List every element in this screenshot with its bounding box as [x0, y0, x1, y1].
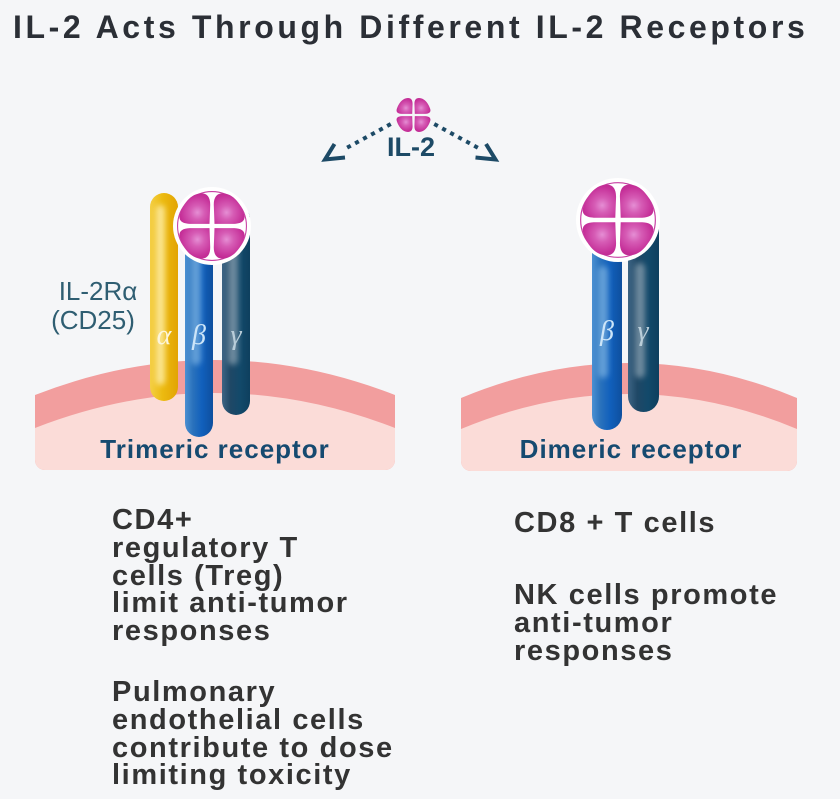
svg-text:IL-2: IL-2	[387, 132, 435, 162]
svg-text:IL-2Rα: IL-2Rα	[59, 276, 138, 306]
svg-text:β: β	[191, 320, 206, 351]
svg-text:(CD25): (CD25)	[51, 305, 135, 335]
svg-text:β: β	[599, 316, 614, 347]
svg-text:Dimeric receptor: Dimeric receptor	[520, 434, 743, 464]
svg-text:γ: γ	[230, 320, 242, 351]
svg-text:γ: γ	[637, 316, 649, 347]
svg-text:Trimeric receptor: Trimeric receptor	[100, 434, 329, 464]
svg-text:α: α	[157, 320, 173, 351]
